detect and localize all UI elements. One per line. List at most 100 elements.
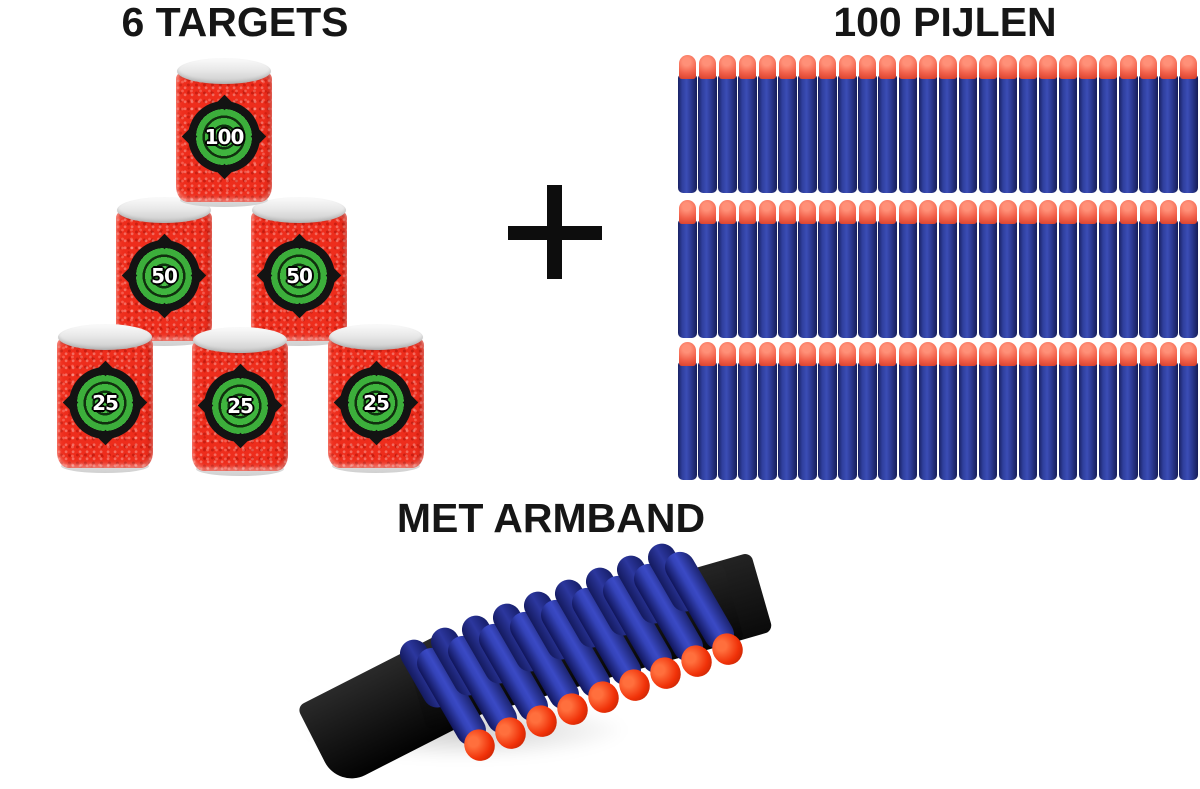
dart <box>1058 200 1078 338</box>
dart <box>718 342 737 480</box>
dart-shaft <box>898 220 918 338</box>
dart-tip <box>778 200 797 224</box>
dart-tip <box>1039 342 1057 366</box>
dart-shaft <box>758 220 777 338</box>
dart-row <box>678 200 1198 338</box>
dart <box>698 342 717 480</box>
dart-tip <box>1159 200 1178 224</box>
dart <box>1139 342 1158 480</box>
dart-tip <box>878 200 897 224</box>
dart-tip <box>1099 200 1117 224</box>
dart <box>1078 55 1098 193</box>
dart-tip <box>738 342 757 366</box>
dart <box>738 55 757 193</box>
dart-tip <box>899 200 917 224</box>
dart <box>718 200 737 338</box>
dart-tip <box>1019 342 1037 366</box>
dart <box>1018 200 1038 338</box>
dart-shaft <box>838 362 857 480</box>
dart-shaft <box>998 75 1018 193</box>
dart <box>1018 342 1038 480</box>
dart-tip <box>858 342 877 366</box>
dart-tip <box>798 55 817 79</box>
dart <box>698 55 717 193</box>
dart <box>818 55 837 193</box>
dart-tip <box>1019 55 1037 79</box>
dart-tip <box>959 200 977 224</box>
target-can-value: 100 <box>204 124 245 149</box>
dart <box>998 200 1018 338</box>
dart-shaft <box>678 75 697 193</box>
dart <box>898 342 918 480</box>
can-body: 25 <box>328 337 424 468</box>
dart-shaft <box>918 75 938 193</box>
plus-icon <box>508 185 602 279</box>
dart <box>938 342 958 480</box>
dart-shaft <box>778 75 797 193</box>
dart-tip <box>1179 55 1198 79</box>
dart-tip <box>1139 342 1158 366</box>
dart-shaft <box>978 75 998 193</box>
dart-tip <box>1019 200 1037 224</box>
dart-tip <box>798 200 817 224</box>
dart <box>1058 55 1078 193</box>
dart <box>1038 55 1058 193</box>
target-can-value: 25 <box>363 390 390 415</box>
dart-shaft <box>698 362 717 480</box>
target-can-value: 25 <box>227 393 254 418</box>
dart-shaft <box>818 362 837 480</box>
dart-shaft <box>1078 220 1098 338</box>
dart <box>938 55 958 193</box>
target-can: 25 <box>57 324 153 473</box>
dart <box>1078 342 1098 480</box>
dart <box>1119 200 1138 338</box>
dart-tip <box>959 342 977 366</box>
dart-tip <box>899 342 917 366</box>
dart <box>798 342 817 480</box>
armband-title: MET ARMBAND <box>396 495 706 541</box>
dart-tip <box>1179 342 1198 366</box>
dart-tip <box>1179 200 1198 224</box>
dart <box>798 55 817 193</box>
dart-shaft <box>938 220 958 338</box>
dart-shaft <box>958 362 978 480</box>
dart-shaft <box>678 362 697 480</box>
dart-shaft <box>718 362 737 480</box>
dart <box>698 200 717 338</box>
dart-tip <box>1159 342 1178 366</box>
dart-shaft <box>698 220 717 338</box>
dart-row <box>678 342 1198 480</box>
dart <box>978 342 998 480</box>
dart-tip <box>858 200 877 224</box>
dart-tip <box>999 200 1017 224</box>
dart-tip <box>778 55 797 79</box>
dart-tip <box>678 200 696 224</box>
dart-shaft <box>1018 362 1038 480</box>
dart-shaft <box>1159 220 1178 338</box>
dart-shaft <box>1119 75 1138 193</box>
dart-tip <box>999 342 1017 366</box>
dart-shaft <box>878 75 897 193</box>
dart <box>1179 342 1198 480</box>
target-can-value: 50 <box>286 263 313 288</box>
dart-tip <box>678 55 696 79</box>
dart-tip <box>678 342 696 366</box>
dart <box>858 342 877 480</box>
dart-shaft <box>1058 75 1078 193</box>
dart-shaft <box>998 220 1018 338</box>
dart-shaft <box>1139 75 1158 193</box>
dart-tip <box>919 200 937 224</box>
dart-shaft <box>838 75 857 193</box>
dart <box>778 342 797 480</box>
can-body: 100 <box>176 71 272 202</box>
dart <box>958 55 978 193</box>
dart <box>958 342 978 480</box>
dart <box>838 342 857 480</box>
dart <box>938 200 958 338</box>
dart-tip <box>919 342 937 366</box>
dart-tip <box>1119 55 1138 79</box>
dart <box>778 55 797 193</box>
dart-shaft <box>678 220 697 338</box>
can-lid <box>193 327 287 353</box>
dart-shaft <box>858 220 877 338</box>
